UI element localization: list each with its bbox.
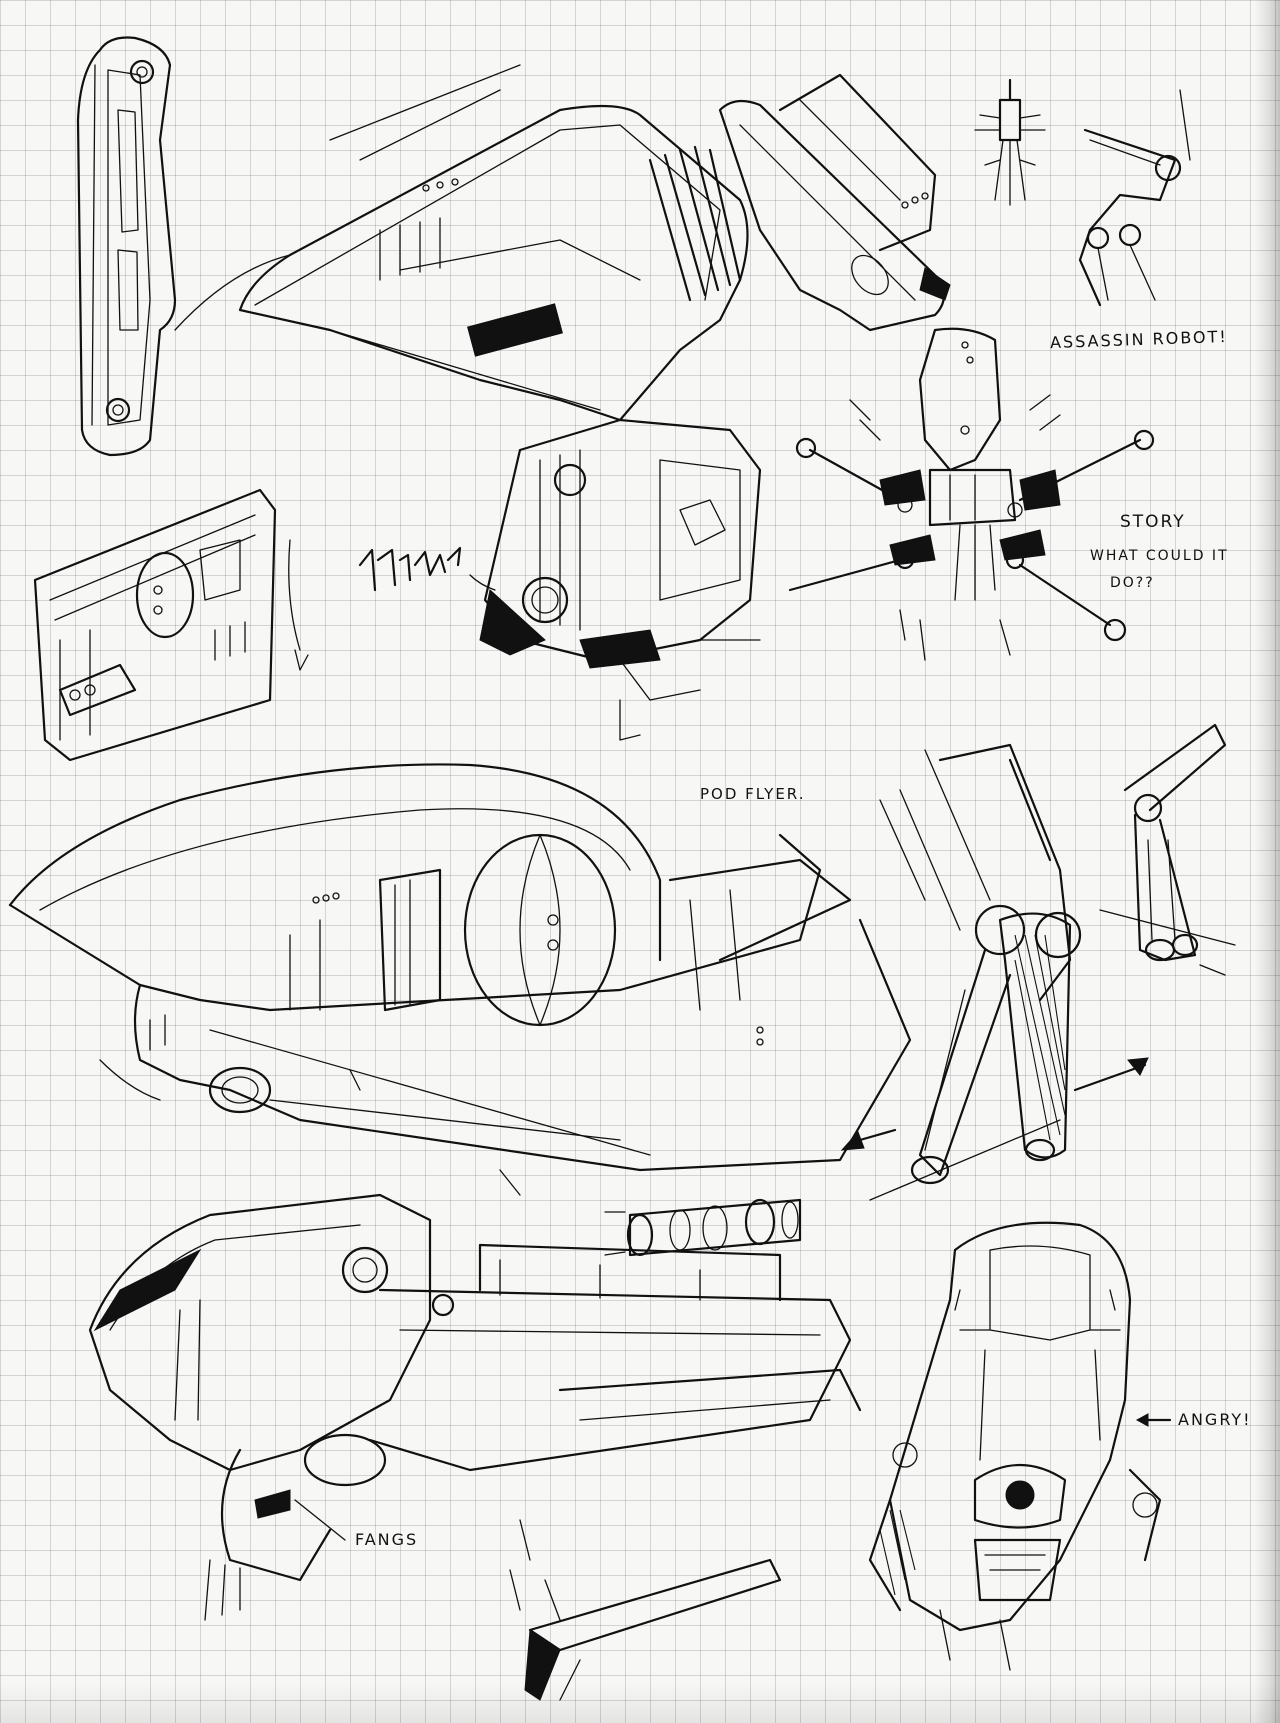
- scribble-mark: [358, 546, 496, 592]
- pod-flyer-sketch: [8, 763, 912, 1196]
- cockpit-module-sketch: [174, 64, 762, 741]
- page-binding-shadow: [1254, 0, 1280, 1723]
- assassin-robot-legs-sketch: [1078, 89, 1191, 307]
- story-question-line-2: DO??: [1110, 575, 1155, 591]
- pod-flyer-label: POD FLYER.: [700, 785, 806, 803]
- fangs-label: FANGS: [355, 1530, 419, 1549]
- fanged-vehicle-sketch: [88, 1193, 862, 1701]
- assassin-robot-small-sketch: [974, 78, 1046, 206]
- story-question-line-1: WHAT COULD IT: [1090, 548, 1229, 564]
- page-bottom-shadow: [0, 1683, 1280, 1723]
- mechanical-arm-sketch: [840, 723, 1236, 1201]
- side-panel-sketch: [33, 488, 309, 762]
- story-title-note: STORY: [1120, 512, 1186, 532]
- cylinder-component-sketch: [718, 73, 951, 332]
- tube-component-sketch: [604, 1198, 802, 1257]
- assassin-robot-arms-sketch: [788, 327, 1155, 661]
- angry-robot-head-sketch: [868, 1221, 1172, 1671]
- arm-limb-sketch: [76, 36, 177, 457]
- angry-label: ANGRY!: [1178, 1410, 1252, 1429]
